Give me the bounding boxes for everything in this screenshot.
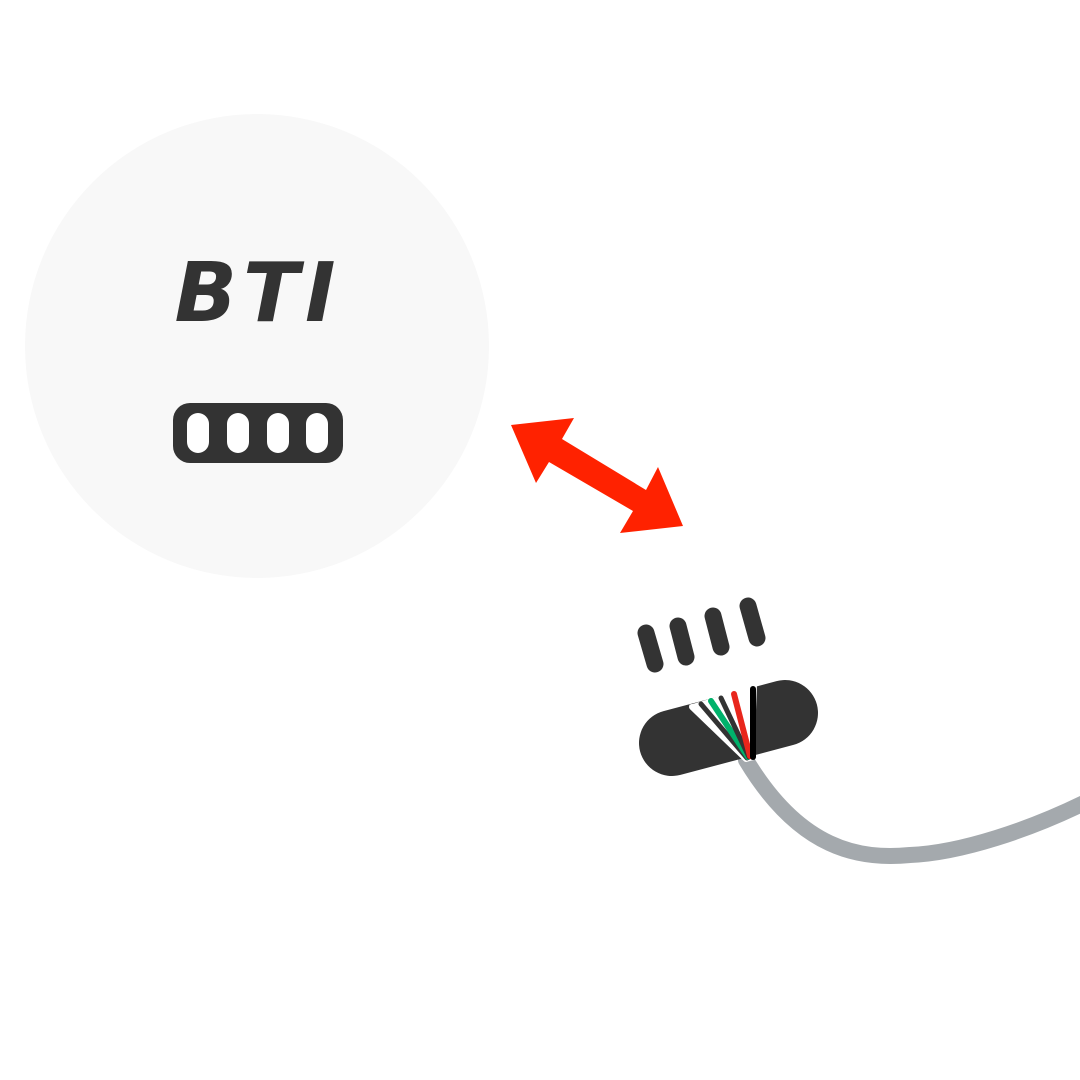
contact-pin-1 — [637, 624, 664, 673]
connector-slot-icon — [173, 403, 343, 463]
brand-circle-background — [25, 114, 489, 578]
double-headed-arrow-icon — [511, 418, 683, 533]
port-slot-2 — [227, 413, 249, 453]
contact-pin-3 — [704, 607, 730, 656]
port-slot-1 — [187, 413, 209, 453]
contact-pin-4 — [739, 597, 766, 647]
port-slot-4 — [306, 413, 328, 453]
wire-dark-2 — [718, 695, 752, 760]
contact-pin-2 — [669, 617, 695, 666]
port-slot-3 — [267, 413, 289, 453]
port-housing — [173, 403, 343, 463]
contact-pin-icon — [637, 597, 766, 673]
cable — [738, 752, 1080, 865]
brand-logo-text: BTI — [175, 246, 342, 341]
wire-white — [689, 704, 749, 762]
wire-bundle — [689, 686, 756, 762]
wire-red — [731, 691, 753, 759]
